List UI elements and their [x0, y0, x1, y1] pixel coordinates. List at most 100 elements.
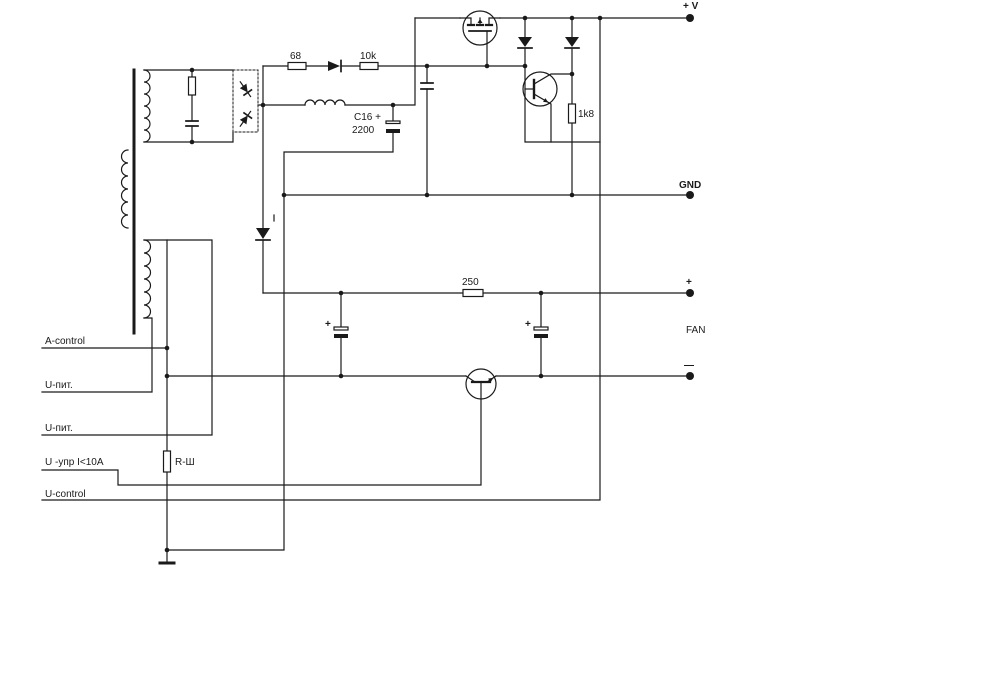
label-fan-positive: + [686, 277, 692, 288]
junction-dot [189, 139, 195, 145]
junction-dot [597, 15, 603, 21]
junction-dot [164, 547, 170, 553]
wire-diode-525 [524, 17, 601, 143]
resistor-shunt [162, 450, 172, 473]
bridge-outline [232, 69, 259, 133]
junction-dot [281, 192, 287, 198]
junction-dot [424, 63, 430, 69]
label-r1k8: 1k8 [578, 109, 595, 120]
bridge-diode-upper-bar [242, 88, 253, 97]
label-u-pit-1: U-пит. [45, 380, 73, 391]
snubber-resistor [187, 76, 197, 96]
diode-rail-right [564, 37, 580, 49]
junction-dot [522, 15, 528, 21]
resistor-1k8 [567, 103, 577, 124]
capacitor-left-positive-plate [333, 326, 349, 331]
transistor-limiter-arrow-icon [543, 98, 549, 103]
junction-dot [569, 192, 575, 198]
output-terminals [686, 14, 694, 380]
junction-dot [164, 345, 170, 351]
label-r10k: 10k [360, 51, 377, 62]
label-r-shunt: R-Ш [175, 457, 195, 468]
mosfet-arrow-icon [477, 19, 483, 23]
label-capacitor-left-plus: + [325, 319, 331, 330]
label-gnd: GND [679, 180, 701, 191]
junction-dot [338, 373, 344, 379]
resistor-250 [462, 288, 484, 298]
label-u-control: U-control [45, 489, 86, 500]
diode-feed-triangle [256, 228, 270, 239]
label-fan-negative: — [684, 360, 694, 371]
capacitor-left-negative-plate [334, 334, 348, 338]
transistor-limiter [522, 71, 573, 143]
junction-dot [390, 102, 396, 108]
primary-winding [120, 149, 129, 229]
snubber-capacitor [185, 120, 199, 127]
terminal-fan-positive [686, 289, 694, 297]
terminal-supply-positive [686, 14, 694, 22]
mosfet [459, 10, 501, 67]
diode-rail-right-triangle [565, 37, 579, 47]
bridge-diode-lower-triangle [239, 115, 248, 125]
bridge-rectifier [232, 69, 259, 133]
diode-rail-left [517, 37, 533, 49]
label-fan: FAN [686, 325, 705, 336]
inductor [304, 99, 346, 106]
junction-dot [424, 192, 430, 198]
bridge-diode-lower [239, 110, 253, 128]
snubber-rc [185, 69, 199, 143]
upper-secondary-winding [143, 69, 151, 143]
capacitor-c16-negative-plate [386, 129, 400, 133]
transistor-fan-arrow-icon [488, 377, 494, 383]
junction-dot [538, 290, 544, 296]
junction-dot [569, 15, 575, 21]
label-c16: C16 + [354, 112, 381, 123]
bridge-diode-upper-triangle [239, 83, 248, 93]
wire-u-control [41, 17, 601, 501]
label-r250: 250 [462, 277, 479, 288]
resistor-68 [287, 61, 307, 71]
capacitor-right [533, 326, 549, 338]
capacitor-c16-positive-plate [385, 120, 401, 125]
junction-dot [484, 63, 490, 69]
wire-upper-secondary-leads [143, 69, 234, 143]
capacitor-small [420, 82, 434, 90]
diode-series-triangle [328, 61, 340, 71]
label-r68: 68 [290, 51, 302, 62]
bridge-diode-upper [239, 80, 253, 98]
wire-bridge-output [257, 65, 264, 294]
diode-series [328, 59, 342, 73]
label-u-pit-2: U-пит. [45, 423, 73, 434]
junction-dot [522, 63, 528, 69]
junction-dot [338, 290, 344, 296]
junction-dot [189, 67, 195, 73]
transistor-limiter-emitter [533, 93, 552, 143]
wire-u-upr [41, 381, 482, 486]
wire-mosfet-drain-link [392, 17, 416, 106]
transformer [120, 68, 152, 335]
junction-dot [260, 102, 266, 108]
label-a-control: A-control [45, 336, 85, 347]
wire-c16 [166, 104, 394, 551]
wire-u-pit-1 [41, 317, 153, 393]
junction-dot [569, 71, 575, 77]
diode-rail-left-triangle [518, 37, 532, 47]
wire-u-pit-2 [41, 239, 213, 436]
mosfet-body [462, 10, 498, 46]
lower-secondary-winding [143, 239, 152, 319]
label-supply-positive: + V [683, 1, 699, 12]
capacitor-right-positive-plate [533, 326, 549, 331]
transistor-limiter-body [522, 71, 558, 107]
resistor-10k [359, 61, 379, 71]
junction-dot [538, 373, 544, 379]
terminal-fan-negative [686, 372, 694, 380]
transistor-limiter-collector [533, 73, 573, 85]
capacitor-c16 [385, 120, 401, 133]
bridge-diode-lower-bar [242, 111, 253, 120]
capacitor-right-negative-plate [534, 334, 548, 338]
junction-dots [164, 15, 603, 553]
label-capacitor-right-plus: + [525, 319, 531, 330]
junction-dot [164, 373, 170, 379]
